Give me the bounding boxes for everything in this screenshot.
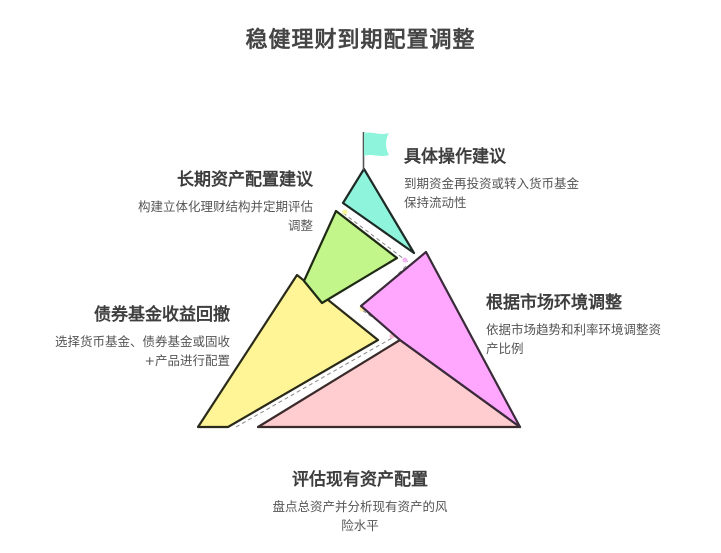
tier-3-label: 根据市场环境调整 依据市场趋势和利率环境调整资 产比例: [486, 292, 716, 358]
tier-3-shape[interactable]: [196, 273, 380, 429]
tier-5-label: 评估现有资产配置 盘点总资产并分析现有资产的风 险水平: [240, 469, 480, 535]
tier-4-label: 债券基金收益回撤 选择货币基金、债券基金或固收 +产品进行配置: [0, 304, 230, 370]
tier-4-description: 选择货币基金、债券基金或固收 +产品进行配置: [54, 334, 230, 368]
tier-1-label: 具体操作建议 到期资金再投资或转入货币基金 保持流动性: [404, 146, 644, 212]
tier-2-label: 长期资产配置建议 构建立体化理财结构并定期评估 调整: [60, 169, 313, 235]
tier-2-shape[interactable]: [302, 209, 399, 305]
tier-1-shape[interactable]: [341, 167, 416, 255]
tier-1-heading: 具体操作建议: [404, 147, 506, 167]
page-title: 稳健理财到期配置调整: [245, 28, 476, 53]
tier-4-shape[interactable]: [359, 250, 522, 429]
tier-1-description: 到期资金再投资或转入货币基金 保持流动性: [404, 176, 580, 210]
tier-2-heading: 长期资产配置建议: [177, 170, 313, 190]
tier-3-heading: 根据市场环境调整: [486, 293, 622, 313]
tier-2-description: 构建立体化理财结构并定期评估 调整: [137, 199, 313, 233]
flag-icon: [362, 132, 389, 170]
tier-5-description: 盘点总资产并分析现有资产的风 险水平: [272, 499, 448, 533]
tier-5-heading: 评估现有资产配置: [292, 470, 428, 490]
tier-4-heading: 债券基金收益回撤: [94, 305, 230, 325]
tier-3-description: 依据市场趋势和利率环境调整资 产比例: [486, 322, 662, 356]
